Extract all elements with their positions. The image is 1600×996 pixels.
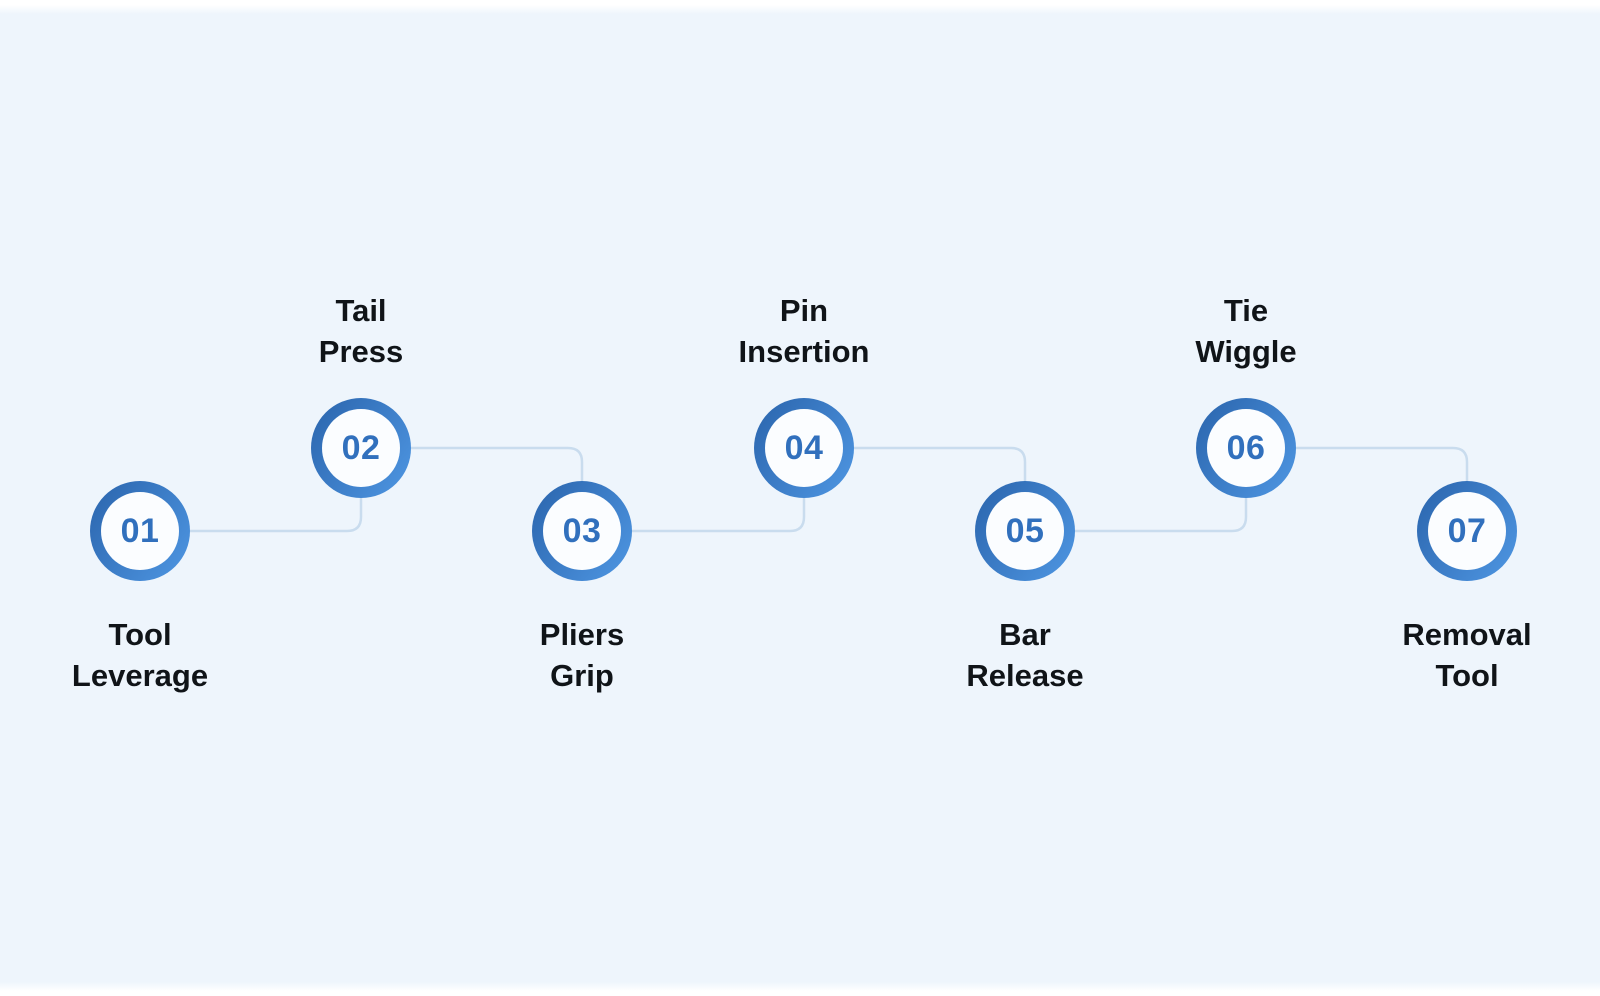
step-circle-inner: 01 bbox=[101, 492, 179, 570]
step-number: 03 bbox=[562, 511, 602, 550]
step-circle: 07 bbox=[1417, 481, 1517, 581]
connector-line bbox=[1296, 446, 1469, 481]
step-label-line: Tool bbox=[108, 617, 172, 652]
step-label-line: Pin bbox=[779, 293, 829, 328]
step-circle-inner: 06 bbox=[1207, 409, 1285, 487]
connector-line bbox=[190, 498, 363, 533]
step-number: 05 bbox=[1005, 511, 1045, 550]
step-circle-inner: 05 bbox=[986, 492, 1064, 570]
step-label-line: Tie bbox=[1223, 293, 1269, 328]
step-number: 01 bbox=[120, 511, 160, 550]
step-number: 02 bbox=[341, 428, 381, 467]
step-circle: 01 bbox=[90, 481, 190, 581]
connector-line bbox=[411, 446, 584, 481]
step-label-line: Removal bbox=[1402, 617, 1532, 652]
step-label-line: Tool bbox=[1435, 658, 1499, 693]
step-number: 06 bbox=[1226, 428, 1266, 467]
step-circle: 06 bbox=[1196, 398, 1296, 498]
connector-line bbox=[632, 498, 806, 533]
step-circle-inner: 04 bbox=[765, 409, 843, 487]
step-label-line: Wiggle bbox=[1195, 334, 1297, 369]
step-label-line: Press bbox=[318, 334, 404, 369]
step-circle: 03 bbox=[532, 481, 632, 581]
step-circle: 02 bbox=[311, 398, 411, 498]
step-circle-inner: 07 bbox=[1428, 492, 1506, 570]
step-label-line: Release bbox=[966, 658, 1084, 693]
connector-line bbox=[1075, 498, 1248, 533]
step-circle-inner: 02 bbox=[322, 409, 400, 487]
step-label-line: Insertion bbox=[738, 334, 870, 369]
step-label-line: Tail bbox=[335, 293, 387, 328]
step-number: 07 bbox=[1447, 511, 1487, 550]
step-circle-inner: 03 bbox=[543, 492, 621, 570]
step-circle: 04 bbox=[754, 398, 854, 498]
step-label-line: Leverage bbox=[71, 658, 209, 693]
connector-line bbox=[854, 446, 1027, 481]
step-label-line: Bar bbox=[999, 617, 1051, 652]
step-label-line: Pliers bbox=[539, 617, 625, 652]
step-circle: 05 bbox=[975, 481, 1075, 581]
step-label-line: Grip bbox=[550, 658, 614, 693]
step-number: 04 bbox=[784, 428, 824, 467]
